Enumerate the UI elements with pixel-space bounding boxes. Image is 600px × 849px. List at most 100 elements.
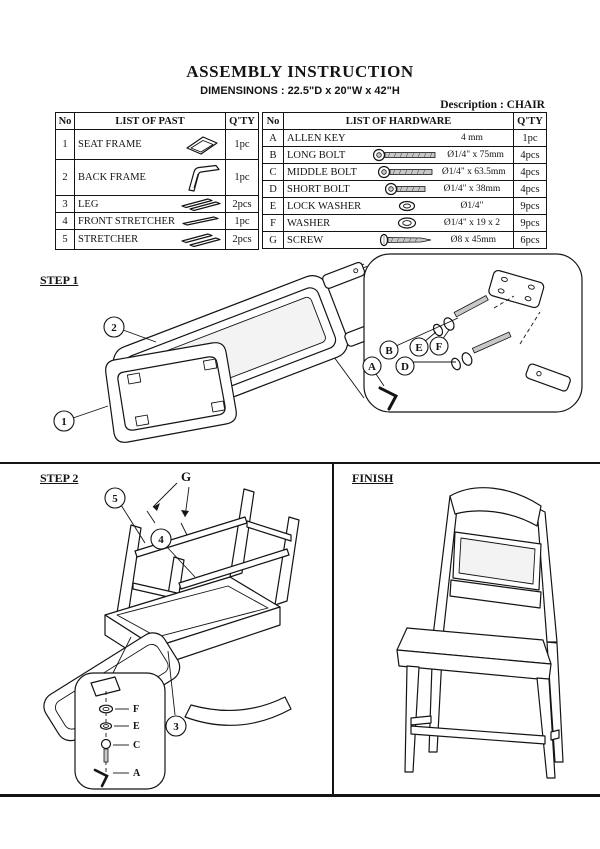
part-qty: 2pcs (225, 229, 259, 250)
hardware-size: Ø8 x 45mm (450, 235, 497, 245)
finish-illustration (396, 487, 564, 779)
hardware-row-middle-bolt: C MIDDLE BOLT Ø1/4" x 63.5mm 4pcs (262, 163, 547, 181)
part-qty: 1pc (225, 129, 259, 160)
stretcher-icon (180, 232, 222, 247)
svg-text:E: E (415, 342, 422, 354)
front-stretcher (410, 725, 546, 745)
back-frame-icon (182, 163, 222, 193)
crest-rail (449, 487, 542, 527)
part-name: STRETCHER (78, 234, 139, 245)
section-divider-vertical (332, 462, 334, 796)
hardware-no: A (262, 129, 284, 147)
allen-key-icon (93, 768, 109, 788)
parts-header-qty: Q'TY (225, 112, 259, 130)
step2-detail-bubble: F E C A (74, 636, 166, 790)
step1-label: STEP 1 (40, 273, 79, 287)
hardware-qty: 4pcs (513, 163, 547, 181)
hardware-row-short-bolt: D SHORT BOLT Ø1/4" x 38mm 4pcs (262, 180, 547, 198)
part-name: FRONT STRETCHER (78, 215, 175, 227)
hardware-size: Ø1/4" x 75mm (447, 150, 504, 160)
finish-chair-drawing (396, 487, 564, 779)
front-right-leg (536, 677, 556, 779)
parts-header-row: No LIST OF PAST Q'TY (55, 112, 259, 130)
hardware-name: SCREW (287, 234, 324, 246)
hardware-no: F (262, 214, 284, 232)
step2-illustration: G (43, 469, 300, 790)
crest-rail-drawing (184, 696, 292, 726)
hardware-qty: 6pcs (513, 231, 547, 249)
hardware-name: LONG BOLT (287, 149, 346, 161)
hardware-name: LOCK WASHER (287, 200, 362, 212)
hardware-qty: 4pcs (513, 180, 547, 198)
parts-table: No LIST OF PAST Q'TY 1 SEAT FRAME 1pc 2 … (55, 112, 259, 250)
middle-bolt-icon (377, 165, 436, 179)
part-no: 3 (55, 195, 75, 213)
page-title: ASSEMBLY INSTRUCTION (186, 62, 414, 81)
seat-frame-drawing (105, 342, 237, 443)
hardware-qty: 1pc (513, 129, 547, 147)
parts-row-stretcher: 5 STRETCHER 2pcs (55, 229, 259, 250)
part-qty: 1pc (225, 212, 259, 230)
long-bolt-icon (373, 148, 439, 162)
hardware-no: D (262, 180, 284, 198)
hardware-header-name: LIST OF HARDWARE (283, 112, 514, 130)
callout-part-5: 5 (104, 487, 146, 544)
parts-row-front-stretcher: 4 FRONT STRETCHER 1pc (55, 212, 259, 230)
part-no: 1 (55, 129, 75, 160)
post-stub-drawing (525, 363, 571, 392)
hardware-row-allen-key: A ALLEN KEY 4 mm 1pc (262, 129, 547, 147)
svg-text:A: A (368, 361, 376, 373)
svg-text:3: 3 (173, 721, 179, 733)
description-line: Description : CHAIR (440, 99, 545, 111)
bubble-label-a: A (133, 768, 141, 779)
part-no: 2 (55, 159, 75, 196)
hardware-name: WASHER (287, 217, 331, 229)
right-stretcher (550, 729, 560, 741)
svg-text:D: D (401, 361, 409, 373)
hardware-name: ALLEN KEY (287, 132, 346, 144)
front-stretcher-icon (180, 215, 222, 227)
callout-hardware-a: A (362, 356, 385, 387)
svg-text:5: 5 (112, 493, 118, 505)
step1-detail-bubble: A B D E F (362, 253, 583, 413)
corner-bracket-drawing (488, 269, 545, 309)
svg-text:2: 2 (111, 322, 117, 334)
hardware-header-qty: Q'TY (513, 112, 547, 130)
hardware-row-washer: F WASHER Ø1/4" x 19 x 2 9pcs (262, 214, 547, 232)
part-qty: 1pc (225, 159, 259, 196)
hardware-size: Ø1/4" x 38mm (443, 184, 501, 194)
hardware-qty: 9pcs (513, 214, 547, 232)
bubble-label-e: E (133, 721, 140, 732)
lower-back-rail (449, 579, 542, 609)
middle-bolt-icon (100, 738, 112, 763)
part-name: LEG (78, 198, 99, 210)
hardware-no: C (262, 163, 284, 181)
parts-row-leg: 3 LEG 2pcs (55, 195, 259, 213)
hardware-row-screw: G SCREW Ø8 x 45mm 6pcs (262, 231, 547, 249)
dimensions-line: DIMENSINONS : 22.5"D x 20"W x 42"H (200, 85, 400, 97)
section-divider-horizontal (0, 462, 600, 464)
hardware-size: Ø1/4" x 19 x 2 (443, 218, 501, 228)
part-name: BACK FRAME (78, 172, 146, 183)
part-no: 4 (55, 212, 75, 230)
callout-part-1: 1 (53, 405, 109, 432)
step2-label: STEP 2 (40, 471, 79, 485)
hardware-qty: 9pcs (513, 197, 547, 215)
part-name: SEAT FRAME (78, 139, 142, 150)
callout-part-4: 4 (150, 528, 196, 578)
screw-g-callout: G (146, 469, 191, 536)
hardware-no: B (262, 146, 284, 164)
right-back-post (536, 507, 558, 643)
hardware-name: MIDDLE BOLT (287, 166, 357, 178)
callout-hardware-f: F (429, 329, 450, 356)
finish-label: FINISH (352, 471, 394, 485)
callout-hardware-d: D (395, 356, 456, 376)
callout-hardware-b: B (379, 317, 459, 360)
bubble-label-f: F (133, 704, 139, 715)
hardware-row-lock-washer: E LOCK WASHER Ø1/4" 9pcs (262, 197, 547, 215)
hardware-size: Ø1/4" x 63.5mm (441, 167, 506, 177)
screw-icon (379, 233, 435, 247)
washer-icon (382, 216, 432, 230)
page-bottom-border (0, 794, 600, 797)
allen-key-icon (378, 386, 399, 411)
